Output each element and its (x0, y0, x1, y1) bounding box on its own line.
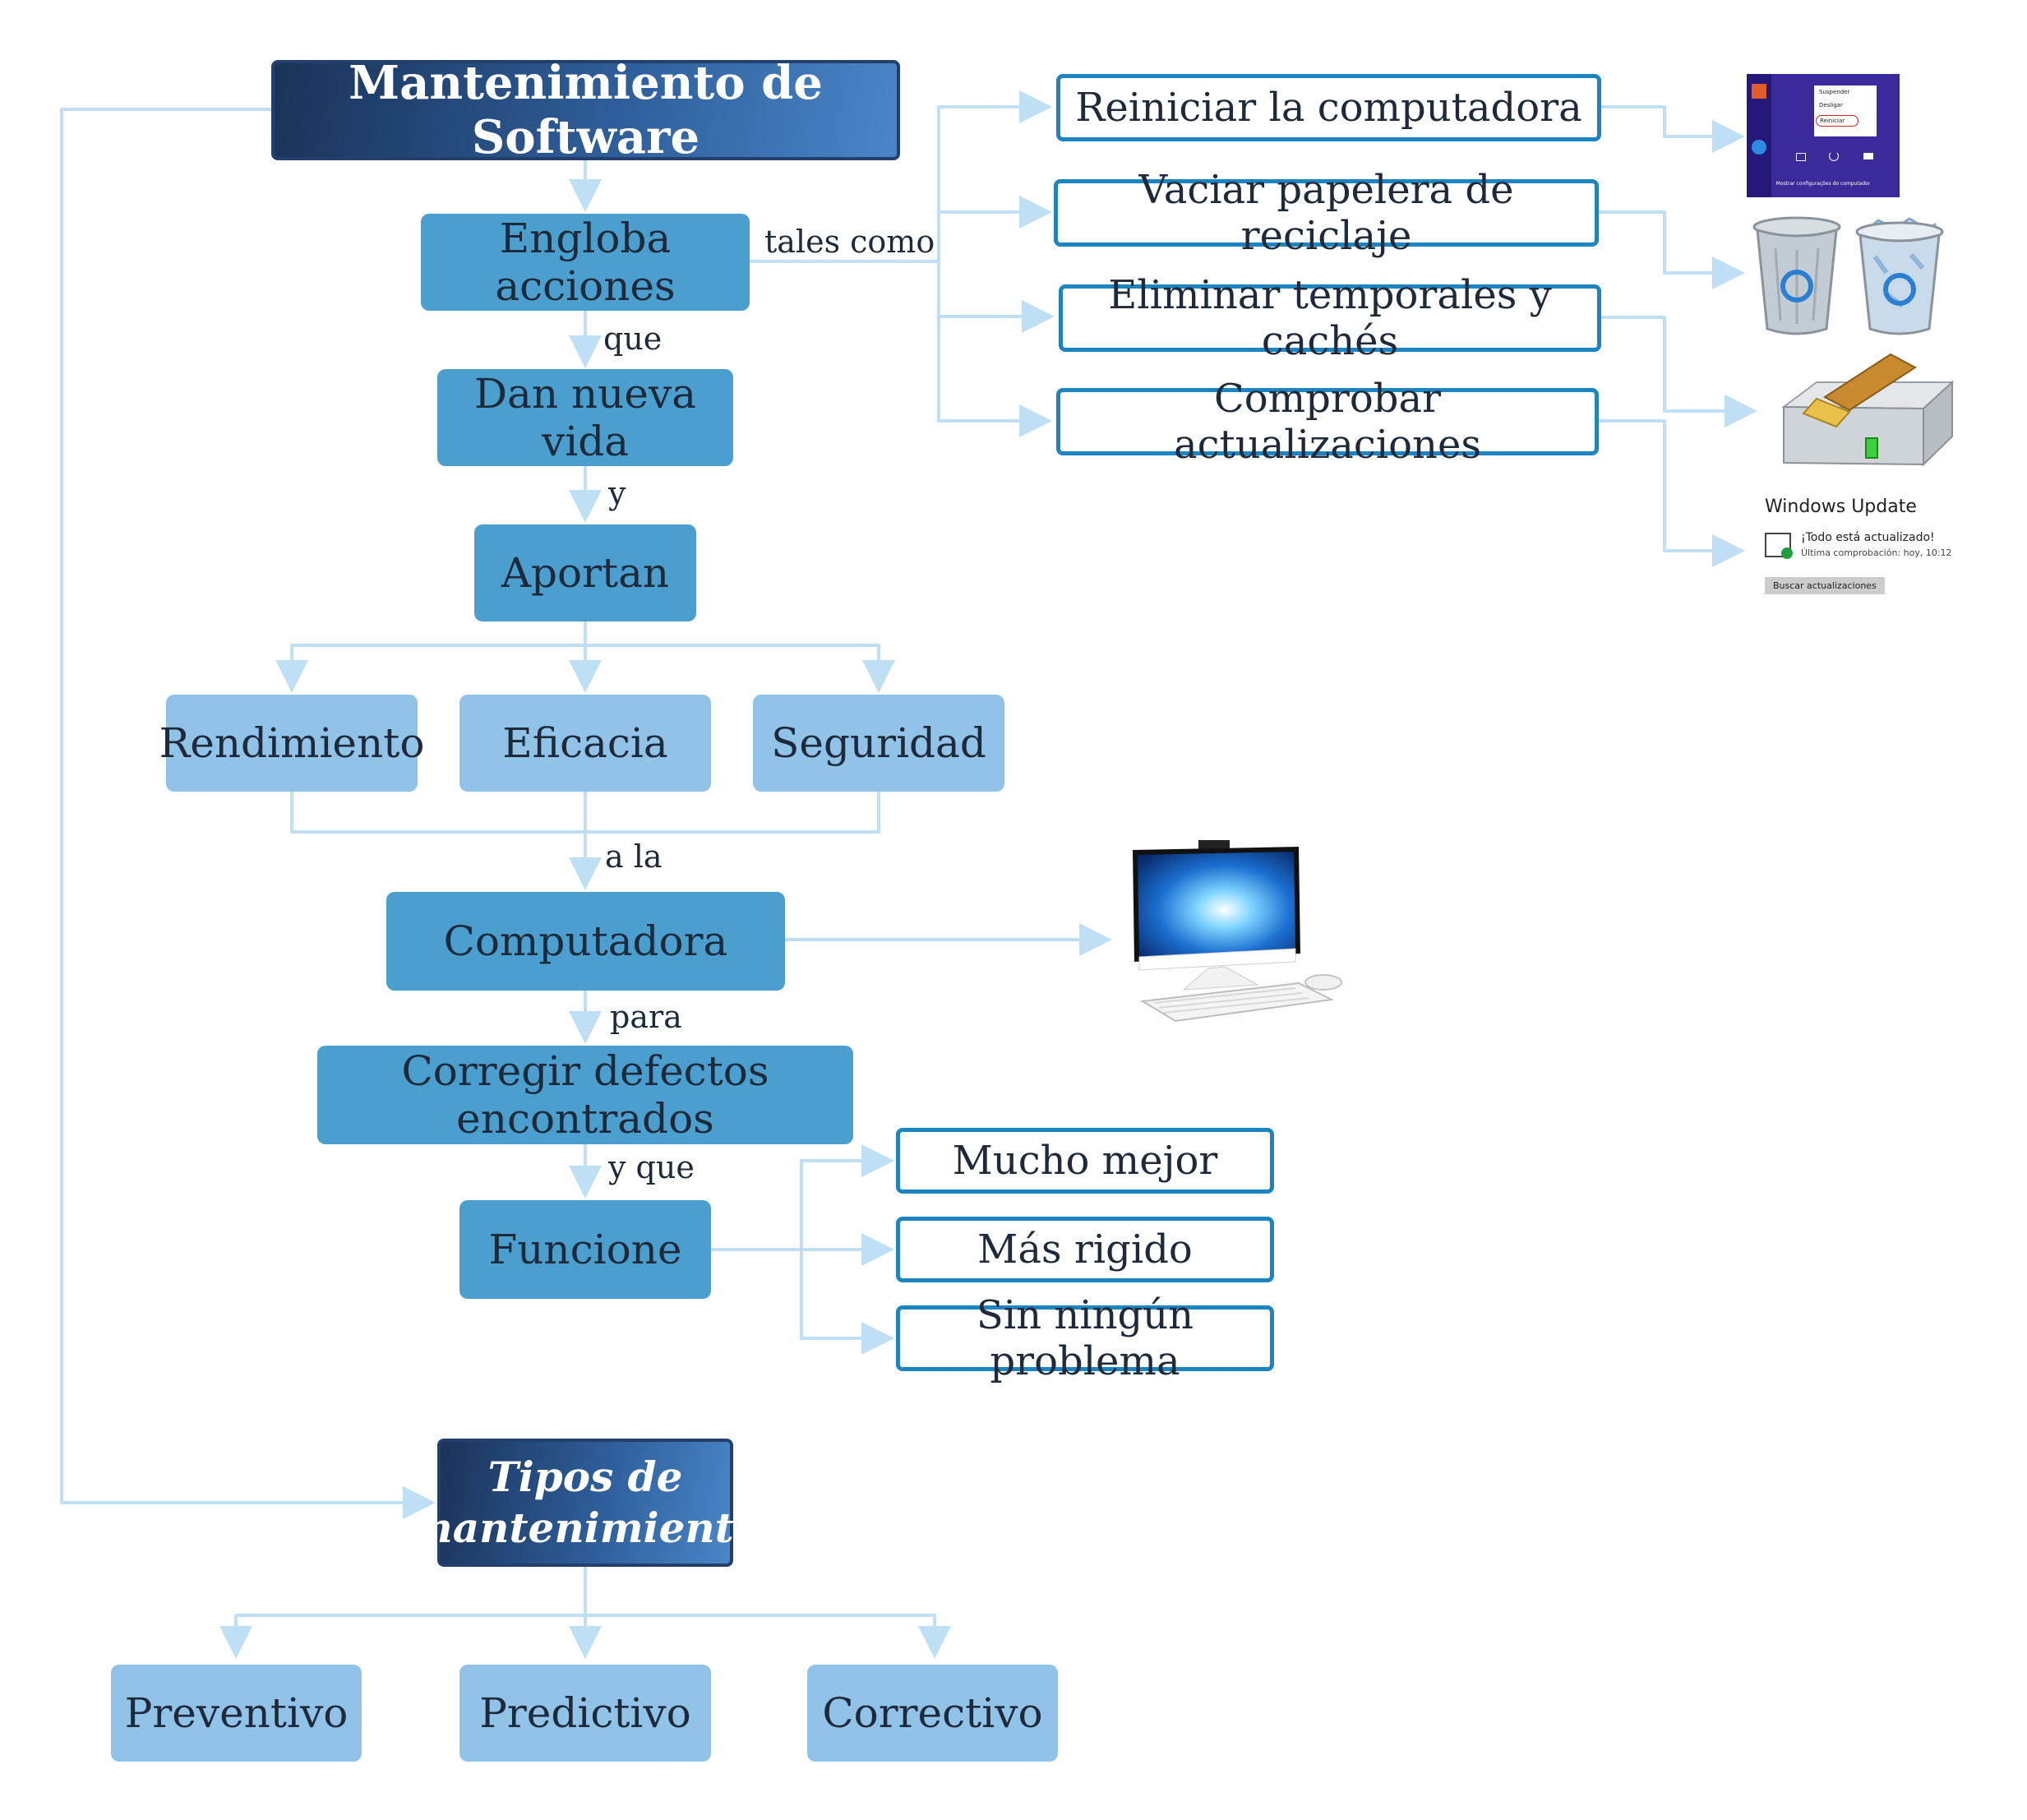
node-corregir-defectos: Corregir defectos encontrados (317, 1046, 853, 1144)
restart-menu-screenshot: Suspender Desligar Reiniciar Mostrar con… (1747, 74, 1900, 197)
power-icon (1829, 151, 1839, 161)
connector-label-para: para (610, 999, 682, 1035)
connector-label-y-que: y que (608, 1149, 695, 1185)
windows-update-panel: Windows Update ¡Todo está actualizado! Ú… (1747, 485, 1969, 608)
node-computadora: Computadora (386, 892, 785, 991)
recycle-bin-empty-icon (1751, 215, 1843, 337)
recycle-bin-full-icon (1854, 215, 1946, 337)
node-aportan: Aportan (474, 524, 696, 621)
connector-label-a-la: a la (605, 838, 663, 875)
outcome-mas-rigido: Más rigido (896, 1217, 1274, 1282)
menu-option-desligar: Desligar (1819, 102, 1843, 109)
page-title: Mantenimiento de Software (271, 56, 900, 164)
update-status-text: ¡Todo está actualizado! (1801, 531, 1935, 544)
menu-option-reiniciar: Reiniciar (1816, 115, 1858, 127)
search-updates-button: Buscar actualizaciones (1765, 577, 1885, 594)
type-correctivo: Correctivo (807, 1665, 1058, 1762)
outcome-mucho-mejor: Mucho mejor (896, 1128, 1274, 1194)
browser-icon (1752, 140, 1766, 155)
node-engloba-acciones: Engloba acciones (421, 214, 750, 311)
all-in-one-computer-image (1126, 838, 1352, 1048)
restart-menu-footer: Mostrar configurações do computador (1775, 181, 1871, 187)
update-last-check: Última comprobación: hoy, 10:12 (1801, 547, 1952, 558)
type-preventivo: Preventivo (111, 1665, 362, 1762)
update-status-icon (1765, 533, 1791, 557)
connector-label-que: que (603, 321, 663, 357)
node-funcione: Funcione (459, 1200, 711, 1299)
benefit-seguridad: Seguridad (753, 695, 1004, 792)
type-predictivo: Predictivo (459, 1665, 711, 1762)
action-vaciar-papelera: Vaciar papelera de reciclaje (1054, 167, 1599, 259)
action-eliminar-temporales: Eliminar temporales y cachés (1059, 272, 1601, 364)
check-icon (1781, 547, 1793, 559)
action-reiniciar: Reiniciar la computadora (1056, 74, 1601, 141)
connector-label-y: y (608, 475, 626, 511)
disk-cleanup-icon (1767, 349, 1960, 473)
types-title: Tipos de mantenimiento (409, 1439, 761, 1567)
keyboard-icon (1863, 153, 1873, 159)
outcome-sin-ningun-problema: Sin ningún problema (896, 1292, 1274, 1384)
benefit-rendimiento: Rendimiento (159, 695, 424, 792)
action-comprobar-actualizaciones: Comprobar actualizaciones (1056, 376, 1599, 468)
node-dan-nueva-vida: Dan nueva vida (437, 369, 733, 466)
notifications-icon (1796, 153, 1806, 161)
windows-update-title: Windows Update (1765, 497, 1917, 517)
app-tile-icon (1752, 84, 1766, 99)
menu-option-suspender: Suspender (1819, 89, 1850, 95)
connector-label-tales-como: tales como (764, 224, 935, 260)
benefit-eficacia: Eficacia (459, 695, 711, 792)
